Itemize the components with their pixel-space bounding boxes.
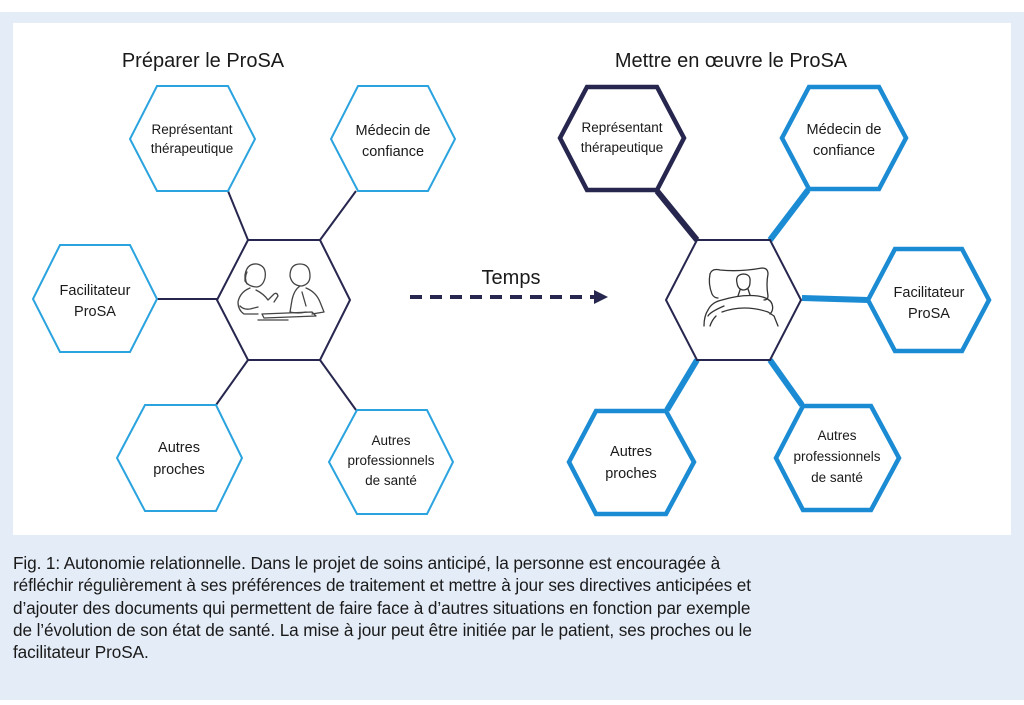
patient-in-bed-icon <box>703 267 779 327</box>
connector-medecin <box>319 190 357 241</box>
hex-label-line: professionnels <box>347 453 434 468</box>
left-hex-professionnels[interactable]: Autres professionnels de santé <box>327 409 455 515</box>
hex-label-line: Médecin de <box>356 123 431 139</box>
right-title: Mettre en œuvre le ProSA <box>615 50 848 72</box>
hex-label-line: confiance <box>362 144 424 160</box>
hex-label-line: proches <box>605 466 657 482</box>
hex-label-line: Facilitateur <box>894 285 965 301</box>
hex-label-line: ProSA <box>74 304 116 320</box>
hex-label-line: confiance <box>813 143 875 159</box>
left-center-hex <box>215 239 352 361</box>
hex-label-line: Facilitateur <box>60 283 131 299</box>
left-connectors <box>157 190 357 411</box>
hex-label-line: thérapeutique <box>151 141 234 156</box>
connector-representant <box>654 189 700 242</box>
hex-label-line: Représentant <box>581 120 662 135</box>
caption-line: d’ajouter des documents qui permettent d… <box>13 597 751 618</box>
right-center-hex <box>664 239 803 361</box>
hex-label-line: Représentant <box>151 122 232 137</box>
right-hex-proches[interactable]: Autres proches <box>566 408 697 517</box>
caption-line: réfléchir régulièrement à ses préférence… <box>13 575 751 596</box>
hex-label-line: proches <box>153 462 205 478</box>
hex-label-line: professionnels <box>793 449 880 464</box>
right-hex-medecin[interactable]: Médecin de confiance <box>779 84 909 192</box>
caption-line: Fig. 1: Autonomie relationnelle. Dans le… <box>13 553 721 573</box>
hex-label-line: thérapeutique <box>581 140 664 155</box>
left-hex-facilitateur[interactable]: Facilitateur ProSA <box>31 244 159 353</box>
left-title: Préparer le ProSA <box>122 50 285 72</box>
hex-label-line: ProSA <box>908 306 950 322</box>
connector-facilitateur <box>801 295 869 303</box>
hex-label-line: de santé <box>811 470 863 485</box>
hex-label-line: Médecin de <box>807 122 882 138</box>
connector-proches <box>215 359 249 406</box>
connector-medecin <box>767 188 811 242</box>
figure-caption: Fig. 1: Autonomie relationnelle. Dans le… <box>13 552 973 663</box>
hex-label-line: Autres <box>610 444 652 460</box>
right-hex-professionnels[interactable]: Autres professionnels de santé <box>773 403 902 513</box>
connector-proches <box>664 358 700 412</box>
left-hex-medecin[interactable]: Médecin de confiance <box>329 85 457 192</box>
right-hex-facilitateur[interactable]: Facilitateur ProSA <box>865 246 992 354</box>
caption-line: de l’évolution de son état de santé. La … <box>13 619 752 640</box>
right-connectors <box>654 188 869 412</box>
caption-line: facilitateur ProSA. <box>13 642 149 663</box>
hex-label-line: Autres <box>158 440 200 456</box>
hex-label-line: Autres <box>371 433 410 448</box>
right-hex-representant[interactable]: Représentant thérapeutique <box>557 84 687 193</box>
hex-label-line: de santé <box>365 473 417 488</box>
connector-representant <box>227 190 249 241</box>
dashed-arrow-right-icon <box>410 290 608 304</box>
temps-label: Temps <box>482 267 541 289</box>
left-hex-proches[interactable]: Autres proches <box>115 404 244 512</box>
connector-professionnels <box>767 358 805 407</box>
connector-professionnels <box>319 359 357 411</box>
two-people-consultation-icon <box>237 263 325 321</box>
hex-label-line: Autres <box>817 428 856 443</box>
left-hex-representant[interactable]: Représentant thérapeutique <box>128 85 257 192</box>
